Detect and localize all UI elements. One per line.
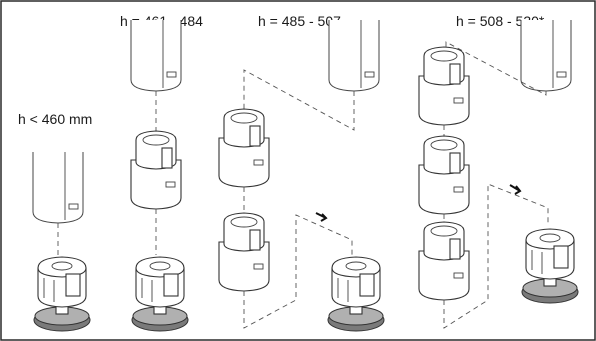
- assembly-line: [445, 41, 547, 96]
- leg-bottom: [520, 19, 572, 92]
- label-h-485-507: h = 485 - 507: [258, 13, 341, 29]
- arrow-icon: [315, 212, 328, 222]
- leg-bottom: [130, 19, 182, 92]
- adjustable-foot: [33, 256, 91, 332]
- column-h-lt-460: [32, 151, 91, 332]
- extension-piece: [418, 135, 470, 215]
- leg-bottom: [32, 151, 84, 224]
- extension-piece: [218, 108, 270, 188]
- column-h-508-530: [418, 19, 579, 329]
- extension-piece: [418, 46, 470, 126]
- leg-bottom: [328, 19, 380, 92]
- column-h-461-484: [130, 19, 189, 332]
- column-h-485-507: [218, 19, 385, 332]
- extension-piece: [130, 130, 182, 210]
- arrow-icon: [509, 184, 522, 195]
- extension-piece: [218, 212, 270, 292]
- extension-piece: [418, 221, 470, 301]
- label-h-lt-460: h < 460 mm: [18, 111, 92, 127]
- assembly-line: [243, 69, 355, 131]
- adjustable-foot: [327, 256, 385, 332]
- adjustable-foot: [131, 256, 189, 332]
- assembly-line: [443, 183, 549, 329]
- assembly-line: [243, 214, 353, 329]
- adjustable-foot: [521, 228, 579, 304]
